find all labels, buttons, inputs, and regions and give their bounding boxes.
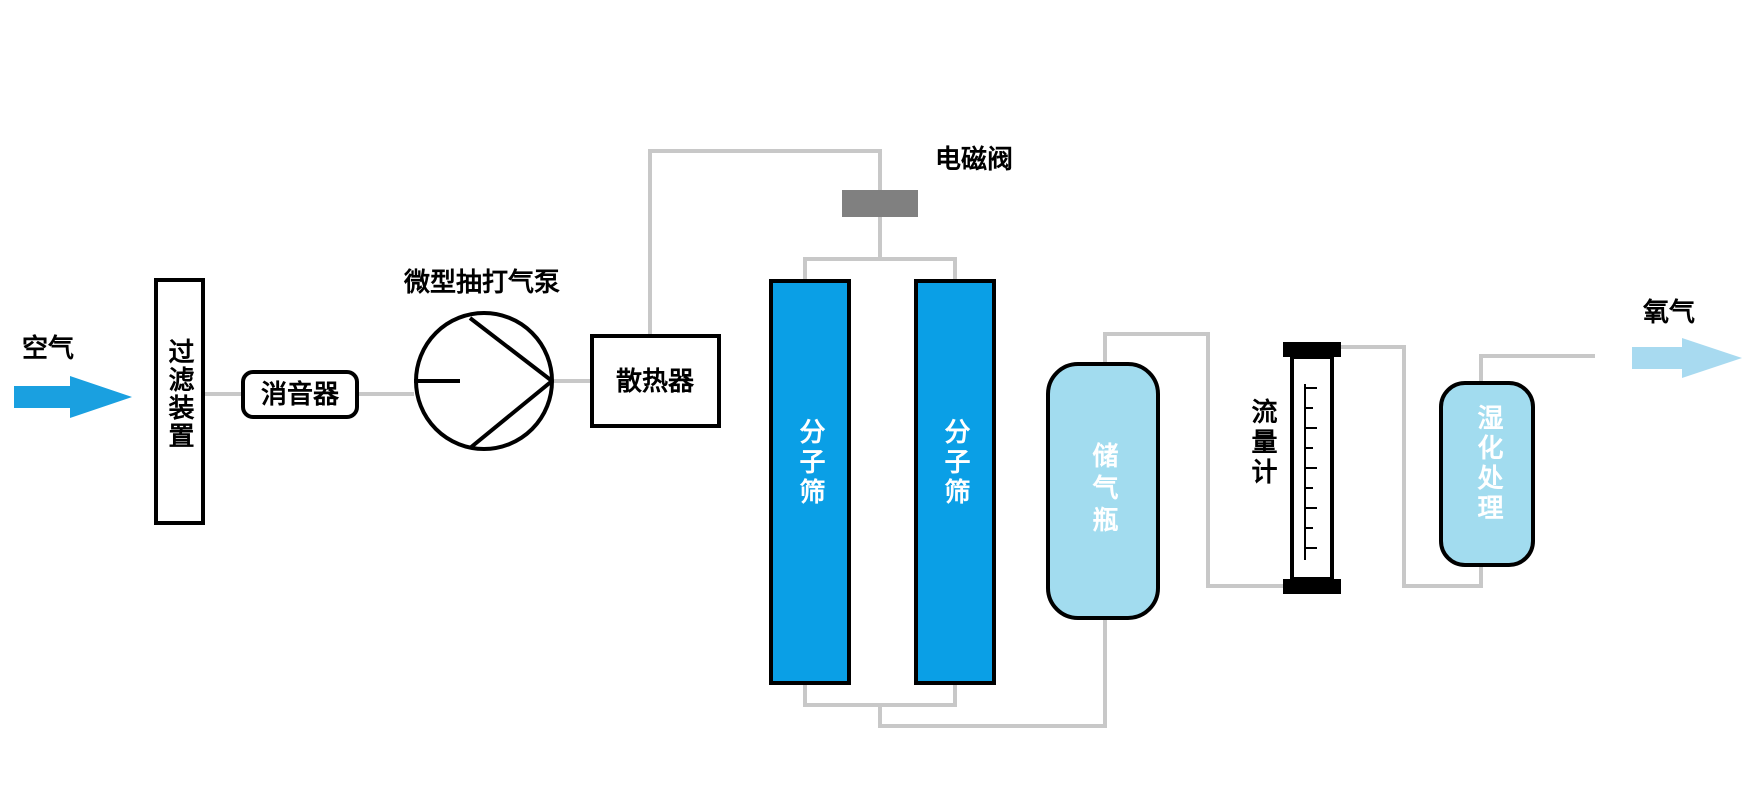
filter-unit: 过滤装置 [154,278,205,525]
gas-tank-label: 储气瓶 [1088,441,1119,538]
oxygen-outlet-arrow-icon [1632,338,1742,378]
sieve-a-column [769,279,851,685]
oxygen-outlet: 氧气 [1632,297,1742,378]
oxygen-label: 氧气 [1642,297,1695,328]
muffler-label: 消音器 [261,379,340,410]
radiator-box [590,334,721,428]
sieve-b-label: 分子筛 [940,418,970,508]
solenoid-valve-icon [842,190,918,217]
filter-box [154,278,205,525]
pipe-flowmeter-to-humidifier [1341,345,1483,588]
flowmeter-icon [1283,342,1341,594]
gas-tank-unit: 储气瓶 [1046,362,1160,620]
flowmeter-label: 流量计 [1247,398,1277,488]
pipe-network [203,149,1595,728]
radiator-unit: 散热器 [590,334,721,428]
pipe-bottom-manifold [803,683,957,707]
pump-icon [414,311,554,451]
solenoid-valve-label: 电磁阀 [935,144,1013,175]
air-label: 空气 [22,333,74,364]
humidifier-body [1439,381,1535,567]
muffler-unit: 消音器 [241,370,359,419]
pipe-humidifier-to-outlet [1479,354,1595,383]
molecular-sieve-a: 分子筛 [769,279,851,685]
pump-unit: 微型抽打气泵 [403,267,560,451]
pump-label: 微型抽打气泵 [403,267,560,298]
pipe-radiator-to-valve [648,149,882,336]
gas-tank-body [1046,362,1160,620]
muffler-box [241,370,359,419]
flowmeter-unit: 流量计 [1247,342,1341,594]
air-inlet-arrow-icon [14,376,132,418]
humidifier-label: 湿化处理 [1473,404,1504,524]
sieve-a-label: 分子筛 [795,418,825,508]
sieve-b-column [914,279,996,685]
solenoid-valve-unit: 电磁阀 [842,144,1013,217]
humidifier-unit: 湿化处理 [1439,381,1535,567]
radiator-label: 散热器 [616,367,695,397]
pipe-tank-to-flowmeter [1103,332,1283,588]
filter-label: 过滤装置 [164,338,194,450]
air-inlet: 空气 [14,333,132,418]
pipe-top-manifold [803,257,957,281]
pipe-sieves-to-tank [878,618,1107,728]
molecular-sieve-b: 分子筛 [914,279,996,685]
